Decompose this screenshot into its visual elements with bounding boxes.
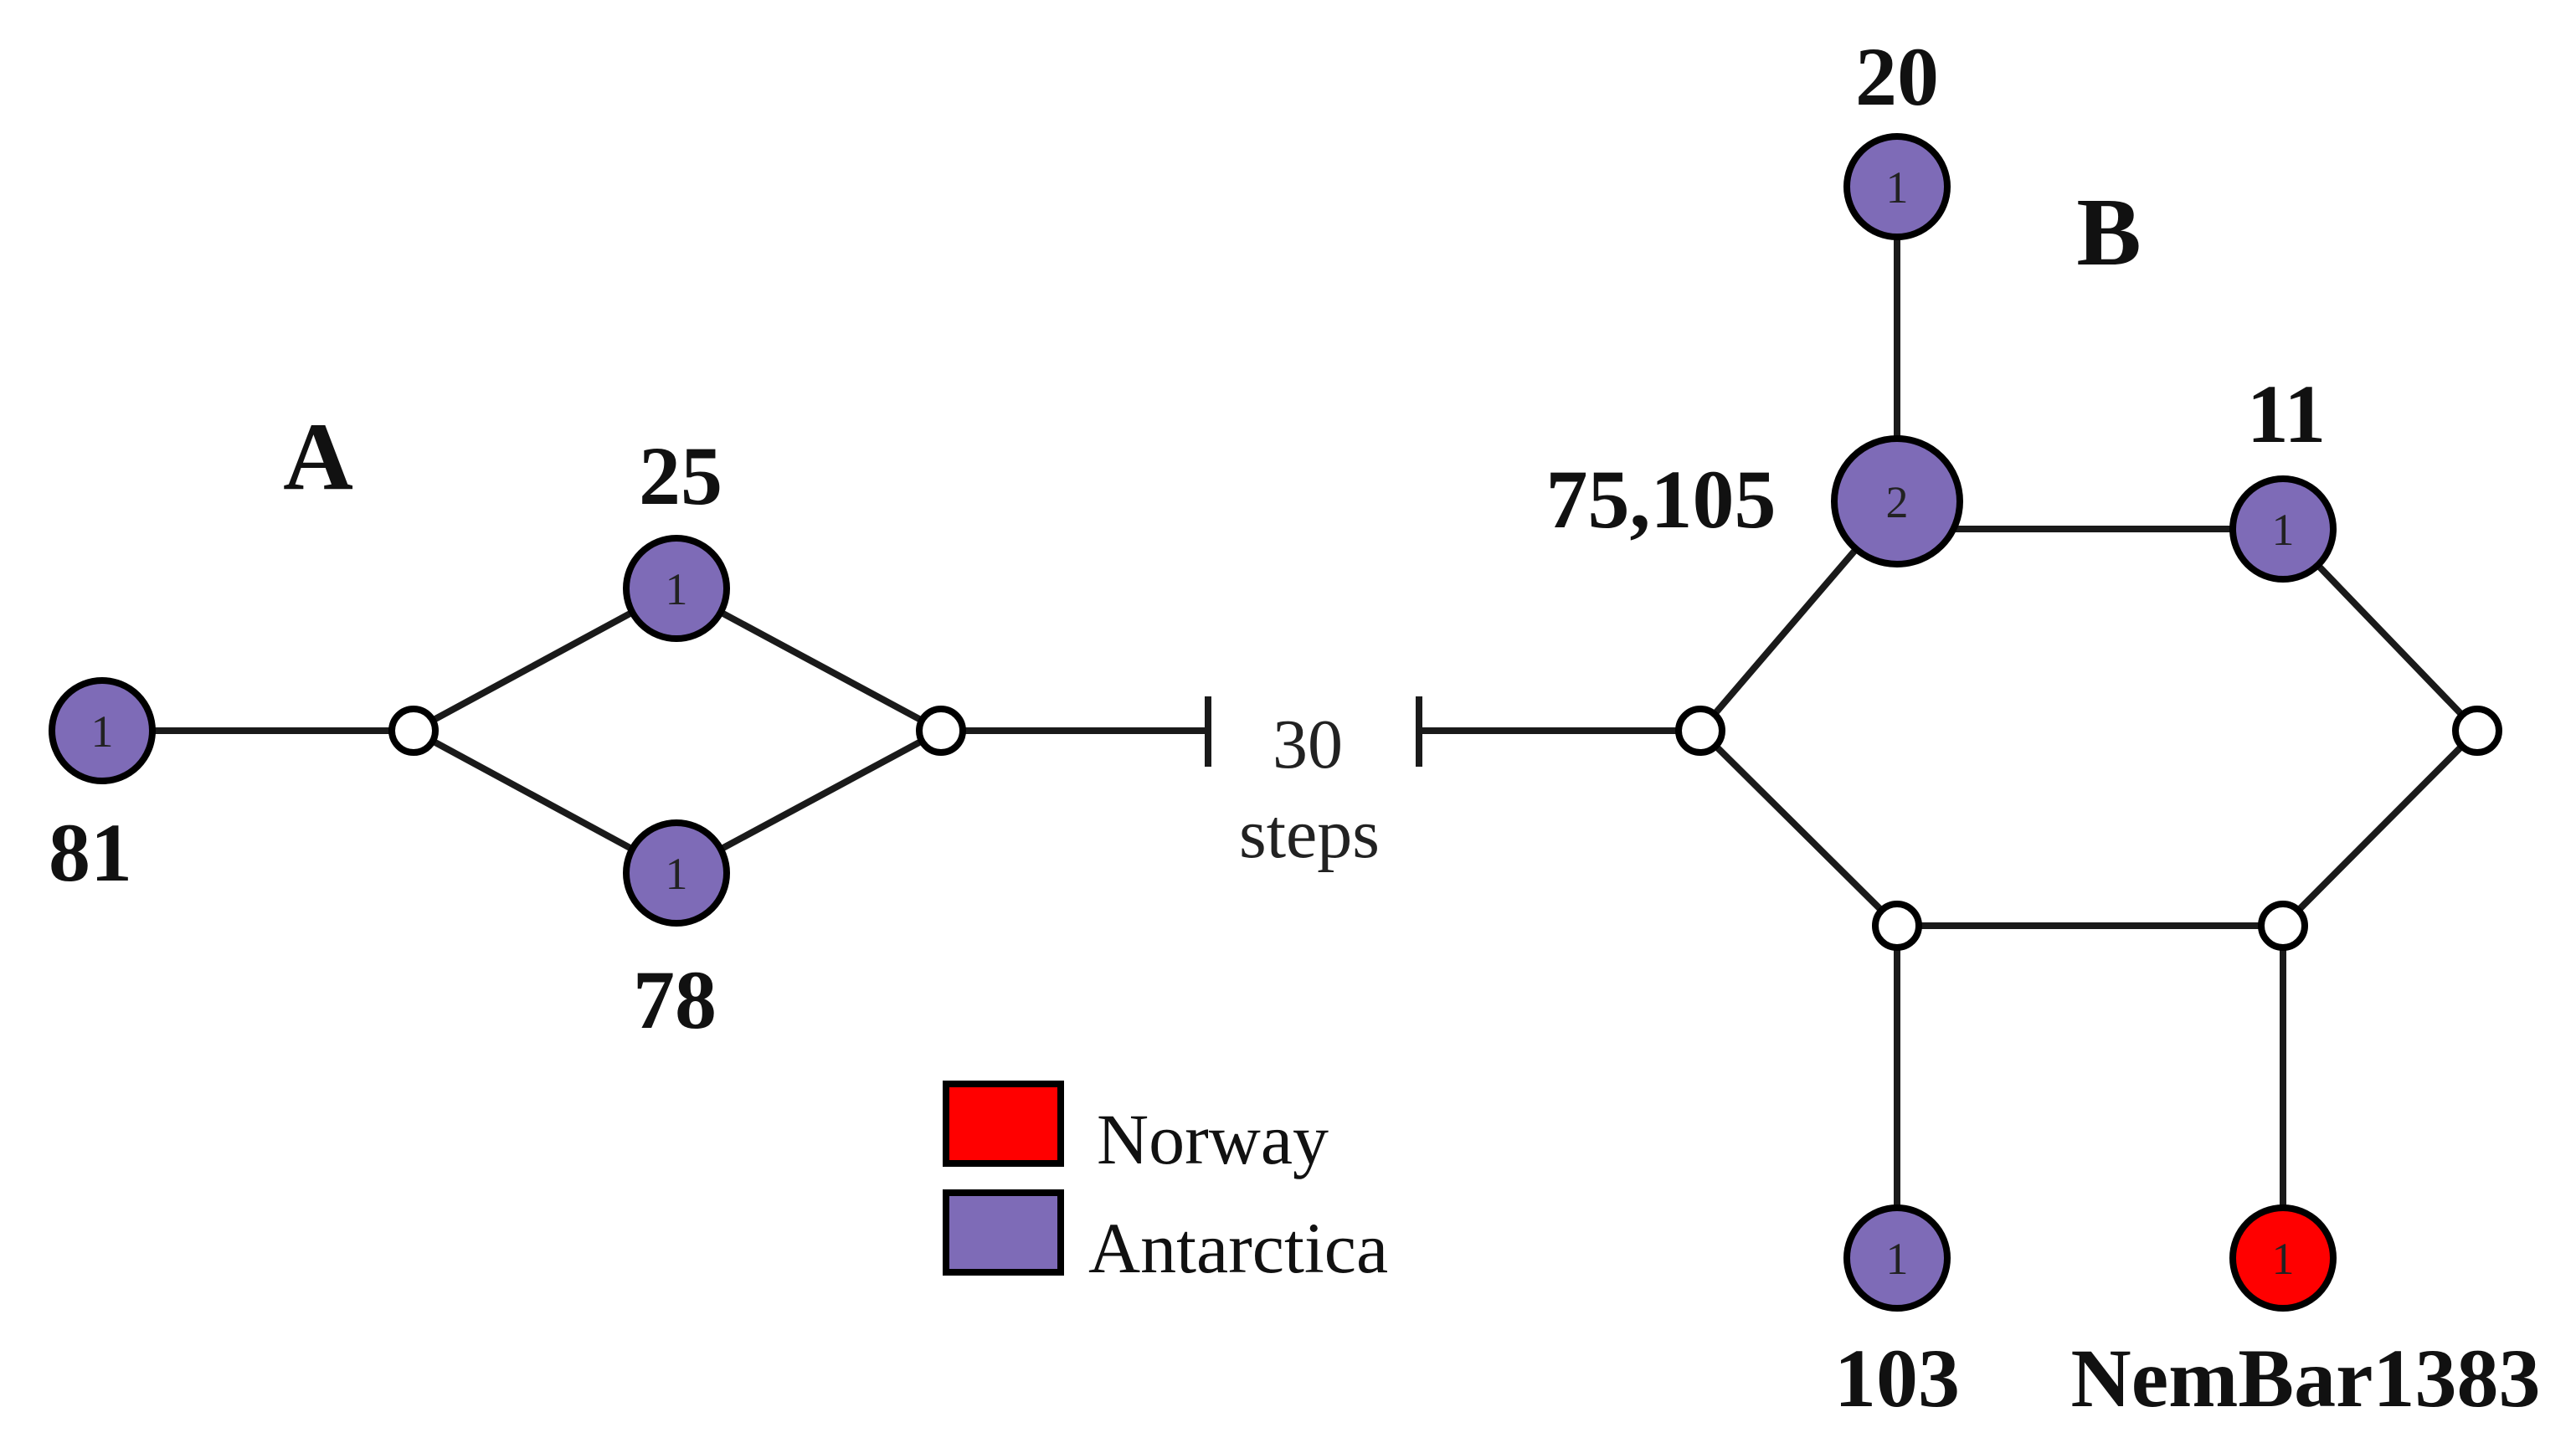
haplotype-count-25: 1 [666, 564, 688, 614]
haplotype-node-nembar1383: 1 [2229, 1204, 2337, 1312]
legend-label-norway: Norway [1097, 1099, 1329, 1179]
haplotype-count-nembar1383: 1 [2272, 1234, 2295, 1284]
haplotype-node-75-105: 2 [1831, 435, 1963, 567]
haplotype-circle-11 [2229, 475, 2337, 583]
haplotype-node-20: 1 [1843, 133, 1951, 240]
haplotype-label-nembar1383: NemBar1383 [2071, 1332, 2541, 1425]
haplotype-circle-75-105 [1831, 435, 1963, 567]
haplotype-circle-78 [623, 819, 730, 927]
haplotype-label-103: 103 [1834, 1332, 1960, 1425]
median-vectors [388, 706, 2502, 951]
legend-item-norway: Norway [943, 1081, 1329, 1179]
haplotype-node-78: 1 [623, 819, 730, 927]
haplotype-label-20: 20 [1855, 30, 1939, 123]
edge-median-b1-median-b2 [1697, 727, 1900, 929]
haplotype-count-11: 1 [2272, 505, 2295, 555]
haplotype-circle-103 [1843, 1204, 1951, 1312]
haplotype-labels: 81 25 78 20 75,105 11 103 NemBar1383 [49, 30, 2541, 1425]
steps-word: steps [1239, 795, 1380, 873]
legend-swatch-norway [943, 1081, 1064, 1167]
haplotype-label-78: 78 [633, 953, 717, 1046]
haplotype-circle-nembar1383 [2229, 1204, 2337, 1312]
haplotype-label-11: 11 [2247, 367, 2326, 460]
haplotype-circle-81 [49, 677, 156, 784]
haplotype-circle-20 [1843, 133, 1951, 240]
legend-swatch-antarctica [943, 1189, 1064, 1276]
step-break: 30 steps [1205, 696, 1422, 873]
haplotype-node-81: 1 [49, 677, 156, 784]
group-label-b: B [2076, 179, 2141, 286]
haplotype-label-81: 81 [49, 806, 132, 899]
haplotype-count-103: 1 [1886, 1234, 1909, 1284]
legend-label-antarctica: Antarctica [1088, 1208, 1388, 1288]
haplotype-node-25: 1 [623, 535, 730, 642]
haplotype-label-25: 25 [639, 429, 722, 522]
haplotype-count-78: 1 [666, 849, 688, 899]
edges-group-b [1416, 183, 2481, 1261]
median-vector-a1 [388, 706, 439, 756]
haplotype-count-81: 1 [91, 706, 114, 757]
median-vector-b1 [1675, 706, 1725, 756]
haplotype-label-75-105: 75,105 [1546, 453, 1776, 546]
median-vector-b4 [2452, 706, 2502, 756]
edge-median-b4-median-b3 [2280, 727, 2481, 929]
haplotype-node-11: 1 [2229, 475, 2337, 583]
haplotype-count-20: 1 [1886, 162, 1909, 213]
legend: Norway Antarctica [943, 1081, 1388, 1288]
median-vector-b3 [2258, 901, 2308, 951]
group-label-a: A [283, 403, 353, 511]
median-vector-b2 [1872, 901, 1922, 951]
legend-item-antarctica: Antarctica [943, 1189, 1388, 1288]
median-vector-a2 [916, 706, 966, 756]
haplotype-circle-25 [623, 535, 730, 642]
steps-count: 30 [1273, 706, 1343, 783]
haplotype-node-103: 1 [1843, 1204, 1951, 1312]
haplotype-count-75-105: 2 [1886, 477, 1909, 527]
